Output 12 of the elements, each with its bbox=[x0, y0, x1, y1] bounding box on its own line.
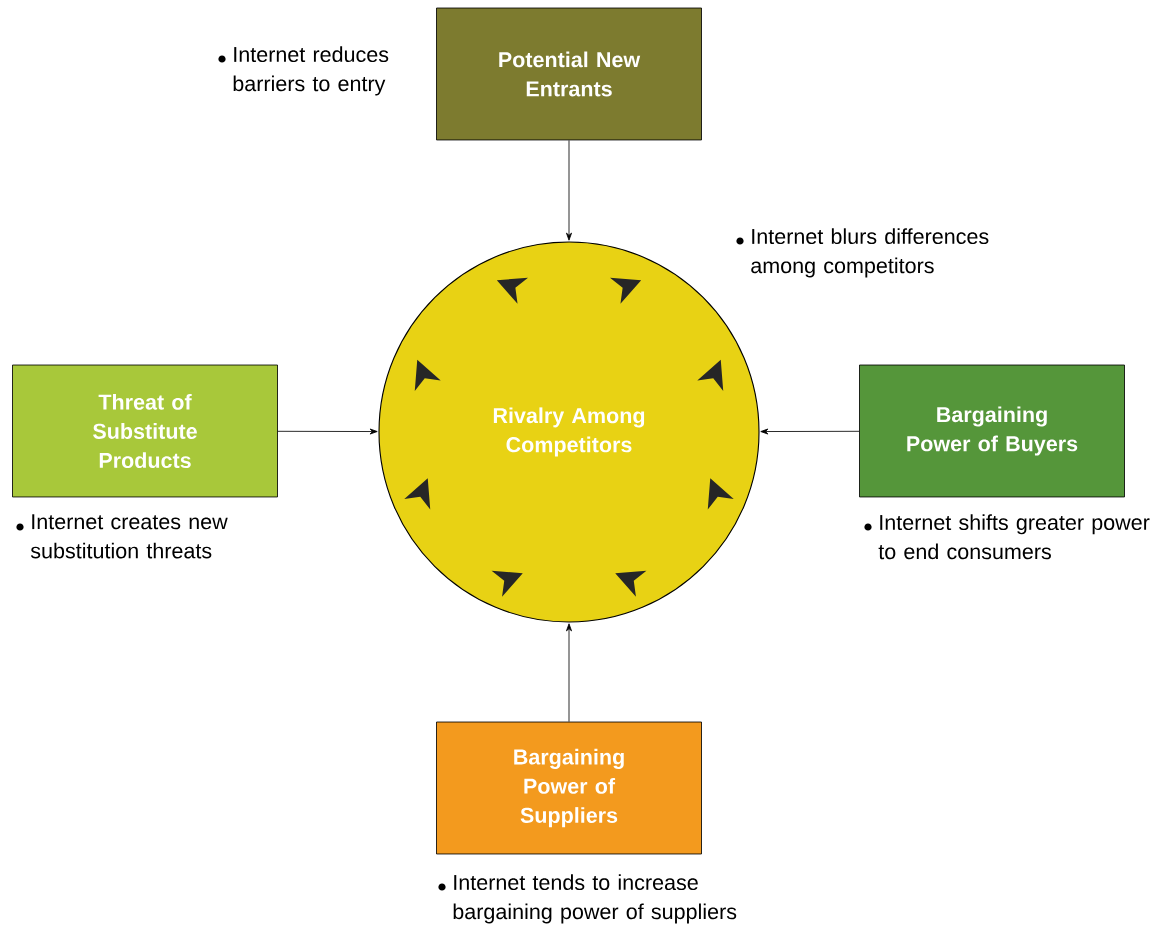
force-box: Bargaining Power of Buyers bbox=[859, 364, 1125, 498]
arrow bbox=[760, 428, 860, 435]
force-box: Potential New Entrants bbox=[436, 7, 702, 141]
force-box: Bargaining Power of Suppliers bbox=[436, 721, 702, 855]
arrow bbox=[566, 139, 572, 241]
note-text: Internet tends to increase bargaining power of suppliers bbox=[453, 874, 737, 924]
force-box: Threat of Substitute Products bbox=[12, 364, 278, 498]
arrow bbox=[566, 623, 572, 723]
arrow bbox=[277, 428, 378, 435]
note-text: Internet shifts greater power to end consumers bbox=[878, 514, 1150, 560]
note-text: Internet reduces barriers to entry bbox=[233, 46, 389, 96]
note-text: Internet creates new substitution threats bbox=[30, 514, 228, 559]
